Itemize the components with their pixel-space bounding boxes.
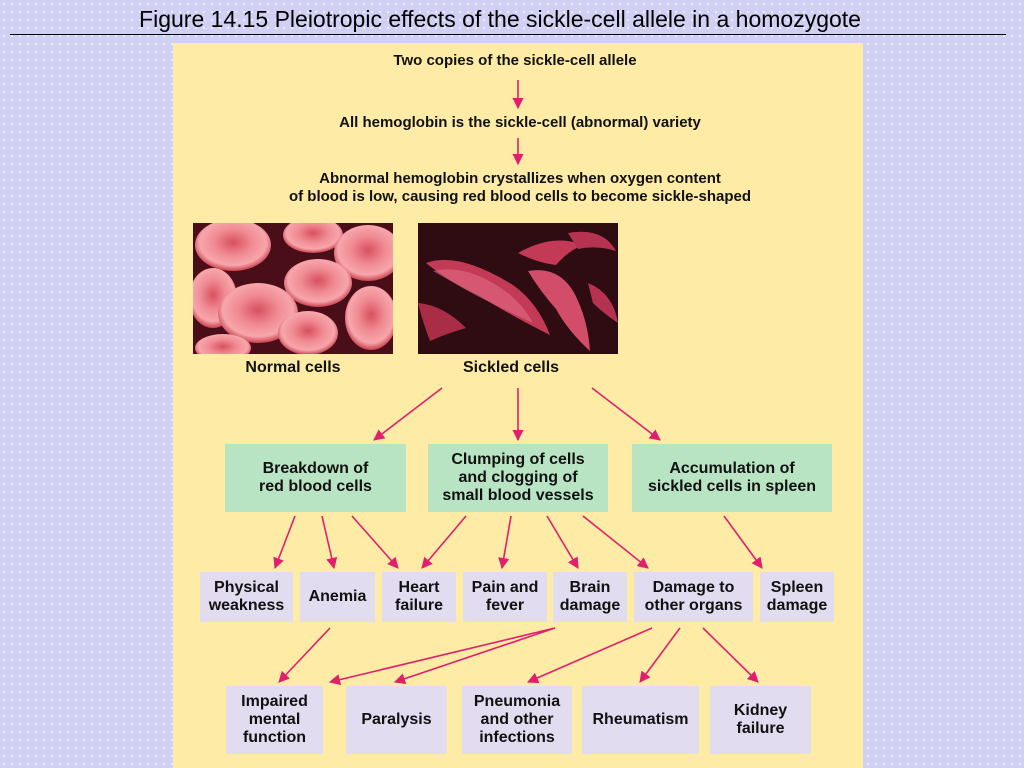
box-spleen-damage: Spleen damage (760, 572, 834, 622)
box-text-line: and clogging of (458, 469, 578, 486)
step-two-copies-text: Two copies of the sickle-cell allele (393, 52, 637, 69)
step-crystallizes-line1: Abnormal hemoglobin crystallizes when ox… (319, 170, 721, 187)
box-text-line: Clumping of cells (451, 451, 585, 468)
box-paralysis: Paralysis (346, 686, 447, 754)
box-text-line: Accumulation of (669, 460, 795, 477)
box-text-line: Anemia (308, 588, 367, 605)
box-physical-weakness: Physical weakness (200, 572, 293, 622)
box-text-line: Rheumatism (592, 711, 689, 728)
box-text-line: Heart (398, 579, 440, 596)
box-damage-other-organs: Damage to other organs (634, 572, 753, 622)
box-text-line: weakness (208, 597, 285, 614)
step-all-hemoglobin-text: All hemoglobin is the sickle-cell (abnor… (339, 114, 701, 131)
box-text-line: Spleen (770, 579, 824, 596)
figure-panel (173, 43, 863, 768)
box-text-line: sickled cells in spleen (647, 478, 817, 495)
box-text-line: small blood vessels (442, 487, 594, 504)
box-text-line: and other (480, 711, 554, 728)
box-text-line: Pneumonia (473, 693, 561, 710)
box-text-line: Brain (569, 579, 611, 596)
box-heart-failure: Heart failure (382, 572, 456, 622)
box-text-line: Impaired (241, 693, 308, 710)
box-clumping-cells: Clumping of cells and clogging of small … (428, 444, 608, 512)
sickled-cells-photo (418, 223, 618, 354)
sickled-cells-label: Sickled cells (462, 359, 560, 376)
box-text-line: Physical (214, 579, 279, 596)
box-pneumonia-infections: Pneumonia and other infections (462, 686, 572, 754)
box-text-line: infections (479, 729, 555, 746)
box-anemia: Anemia (300, 572, 375, 622)
step-all-hemoglobin: All hemoglobin is the sickle-cell (abnor… (270, 114, 770, 132)
box-rheumatism: Rheumatism (582, 686, 699, 754)
box-breakdown-rbc: Breakdown of red blood cells (225, 444, 406, 512)
normal-cells-label: Normal cells (245, 359, 341, 376)
box-text-line: failure (736, 720, 785, 737)
box-brain-damage: Brain damage (553, 572, 627, 622)
box-text-line: mental (248, 711, 301, 728)
box-text-line: function (242, 729, 307, 746)
box-text-line: Breakdown of (262, 460, 369, 477)
box-text-line: failure (394, 597, 443, 614)
box-text-line: fever (485, 597, 525, 614)
box-text-line: Kidney (733, 702, 788, 719)
normal-cells-photo (193, 223, 393, 354)
step-crystallizes-line2: of blood is low, causing red blood cells… (288, 188, 752, 205)
box-pain-fever: Pain and fever (463, 572, 547, 622)
box-text-line: Damage to (652, 579, 735, 596)
sickled-cells-illustration (418, 223, 618, 354)
box-text-line: red blood cells (259, 478, 372, 495)
box-text-line: other organs (644, 597, 743, 614)
box-kidney-failure: Kidney failure (710, 686, 811, 754)
step-two-copies: Two copies of the sickle-cell allele (330, 52, 700, 70)
box-text-line: Pain and (471, 579, 539, 596)
slide-title: Figure 14.15 Pleiotropic effects of the … (139, 6, 861, 32)
normal-cells-illustration (193, 223, 393, 354)
box-impaired-mental-function: Impaired mental function (226, 686, 323, 754)
step-crystallizes: Abnormal hemoglobin crystallizes when ox… (220, 170, 820, 206)
title-underline (10, 34, 1006, 35)
box-accumulation-spleen: Accumulation of sickled cells in spleen (632, 444, 832, 512)
box-text-line: Paralysis (361, 711, 432, 728)
box-text-line: damage (766, 597, 828, 614)
box-text-line: damage (559, 597, 621, 614)
